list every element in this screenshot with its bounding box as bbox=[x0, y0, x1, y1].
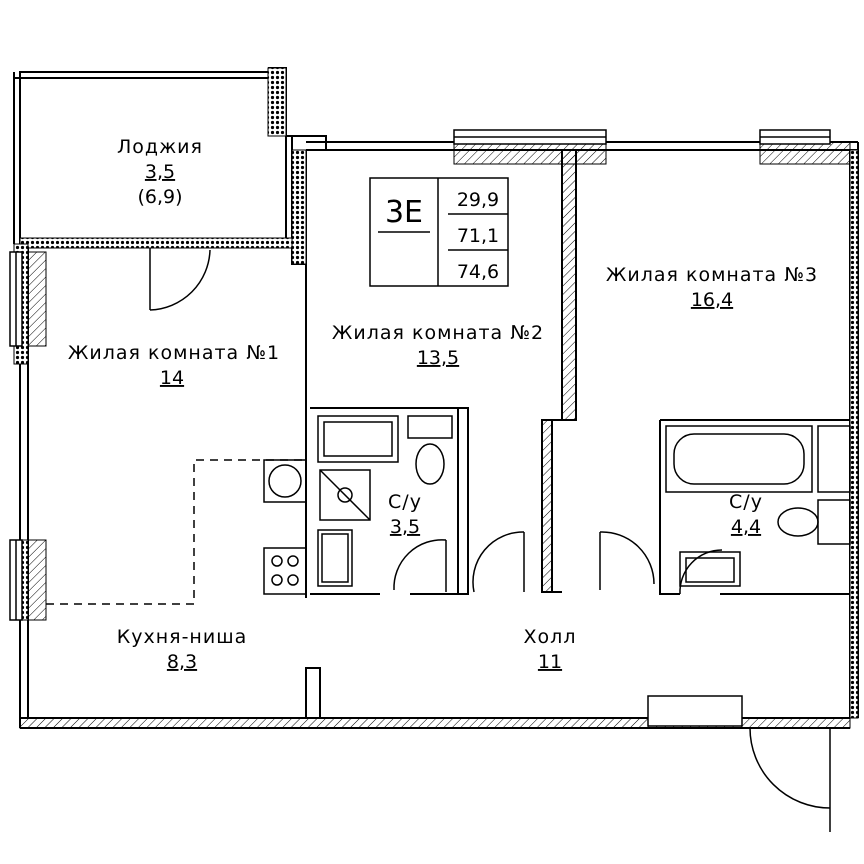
room-labels: Лоджия 3,5 (6,9) Жилая комната №1 14 Жил… bbox=[68, 136, 818, 673]
hall-area: 11 bbox=[538, 651, 562, 673]
loggia-name: Лоджия bbox=[117, 136, 203, 158]
room2-area: 13,5 bbox=[417, 347, 459, 369]
fixtures bbox=[263, 415, 851, 595]
kitchen-niche-outline bbox=[46, 459, 306, 605]
loggia-area-full: (6,9) bbox=[137, 186, 182, 208]
bath1-area: 3,5 bbox=[390, 516, 420, 538]
total-with-loggia: 74,6 bbox=[457, 261, 499, 283]
room3-name: Жилая комната №3 bbox=[606, 264, 818, 286]
kitchen-name: Кухня-ниша bbox=[117, 626, 248, 648]
bath2-area: 4,4 bbox=[731, 516, 761, 538]
room3-area: 16,4 bbox=[691, 289, 733, 311]
room1-name: Жилая комната №1 bbox=[68, 342, 280, 364]
living-area: 29,9 bbox=[457, 189, 499, 211]
area-summary-table: 3Е 29,9 71,1 74,6 bbox=[369, 177, 509, 287]
doors bbox=[149, 248, 831, 832]
total-area: 71,1 bbox=[457, 225, 499, 247]
apartment-type: 3Е bbox=[385, 195, 423, 230]
room2-name: Жилая комната №2 bbox=[332, 322, 544, 344]
bath1-name: С/у bbox=[388, 491, 422, 513]
hall-name: Холл bbox=[524, 626, 577, 648]
loggia-area: 3,5 bbox=[145, 161, 175, 183]
bath2-name: С/у bbox=[729, 491, 763, 513]
room1-area: 14 bbox=[160, 367, 184, 389]
kitchen-area: 8,3 bbox=[167, 651, 197, 673]
interior-walls bbox=[305, 149, 850, 719]
windows bbox=[9, 129, 831, 727]
